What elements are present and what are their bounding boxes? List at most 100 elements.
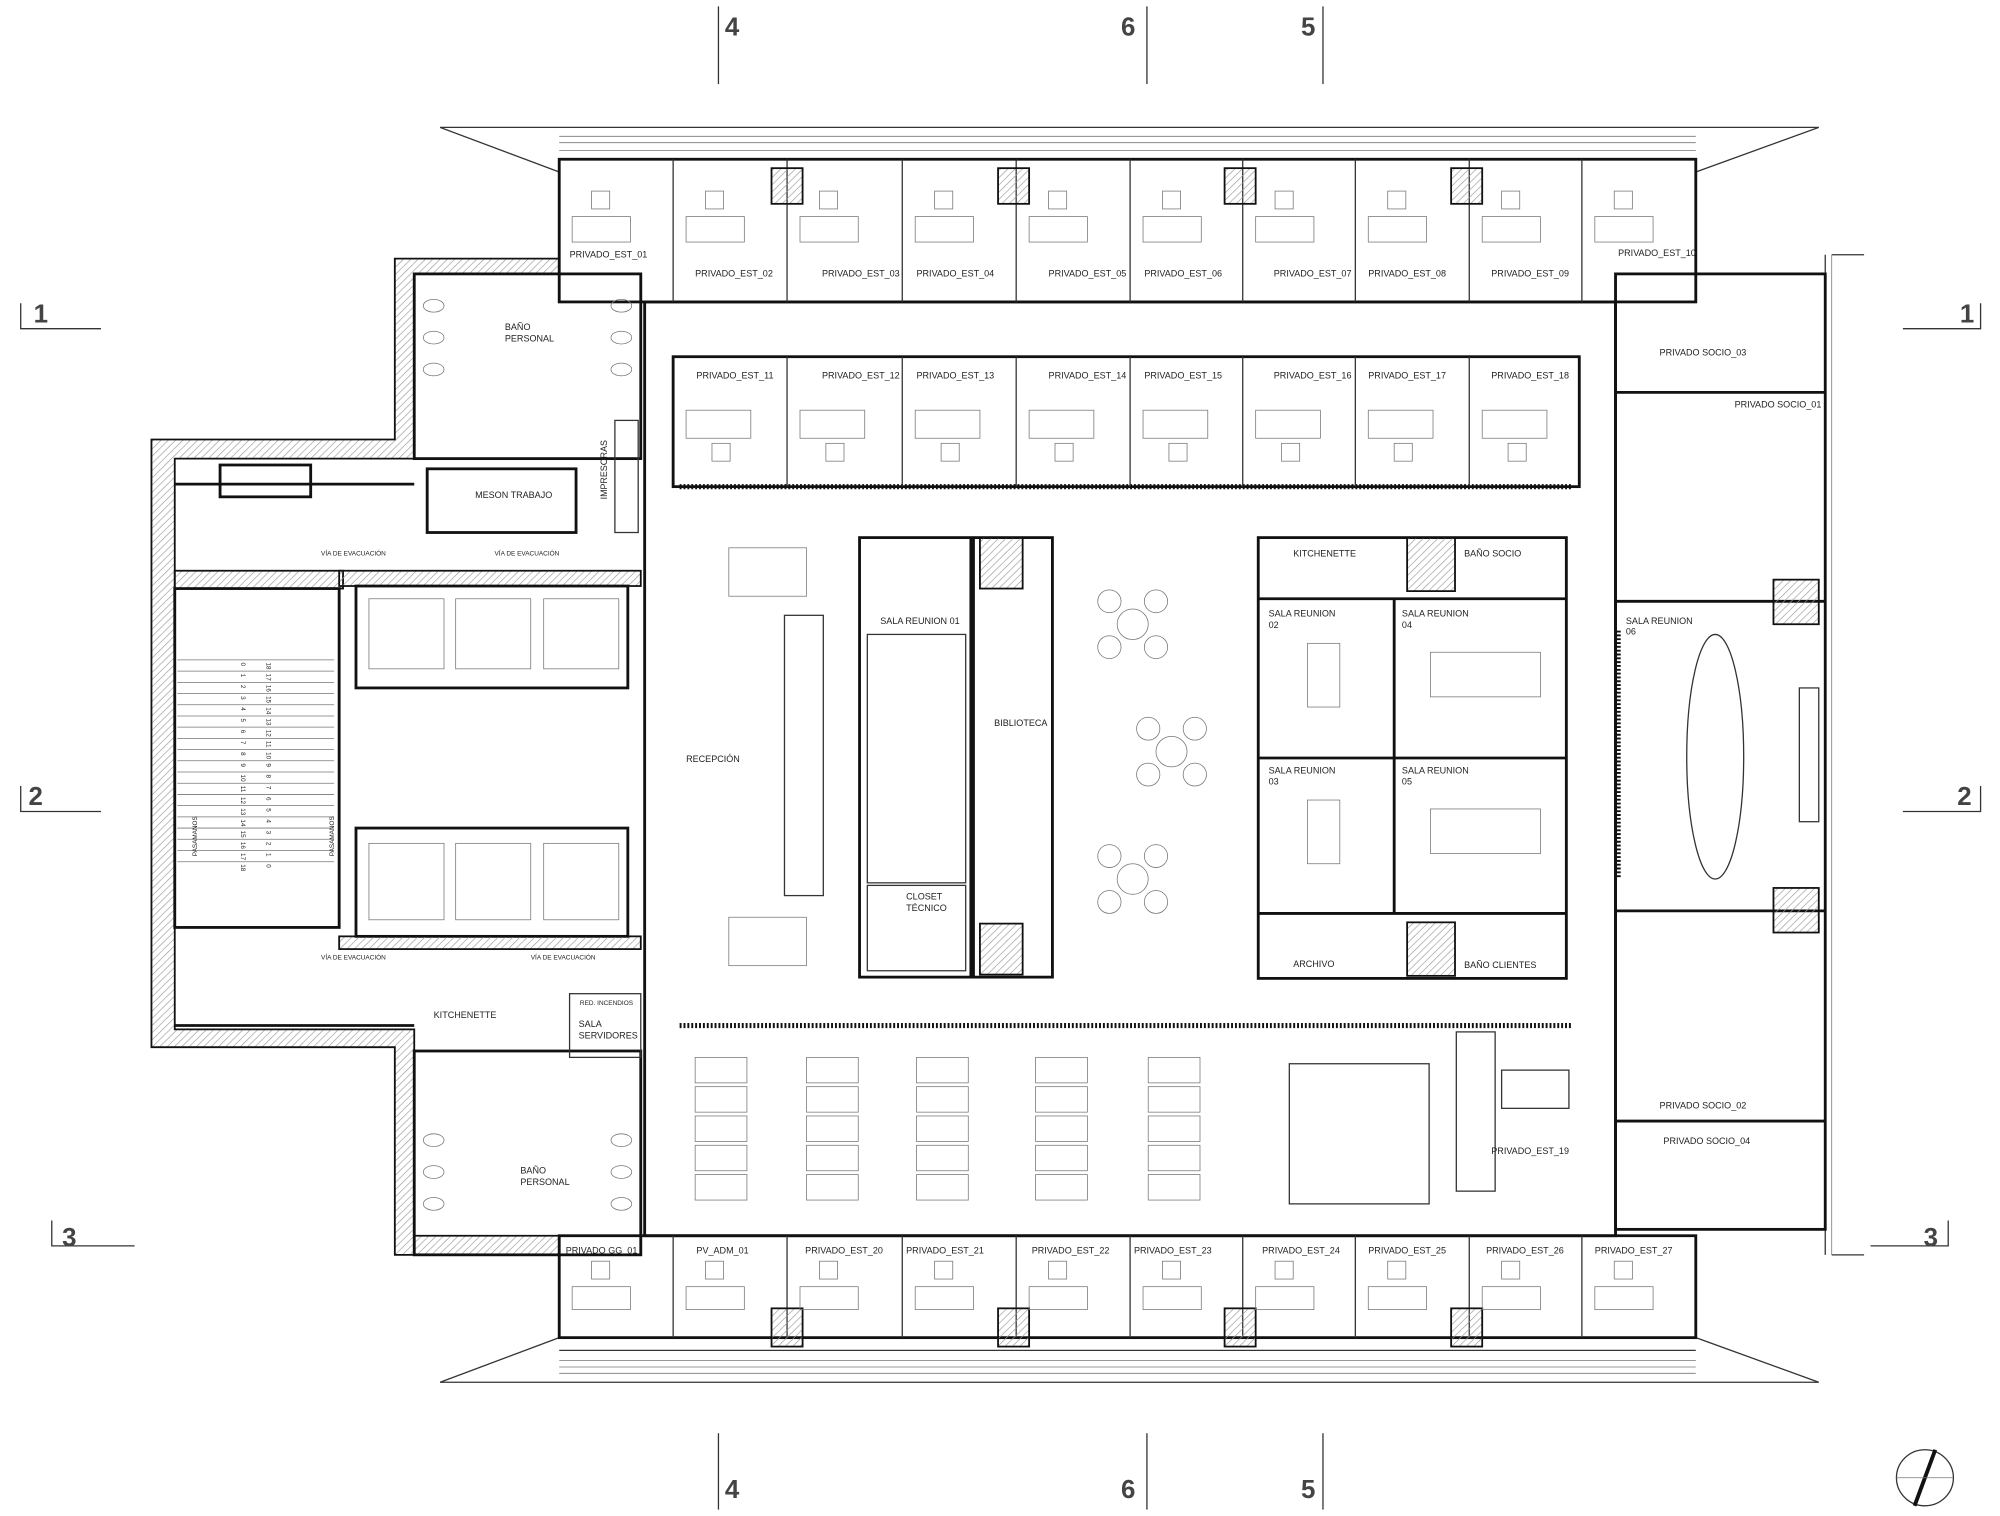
chair	[1274, 1260, 1294, 1280]
stair-number: 2	[239, 685, 246, 689]
chair	[705, 1260, 725, 1280]
toilet-icon	[422, 1165, 445, 1179]
stair-number: 14	[239, 819, 246, 827]
desk	[1481, 409, 1548, 439]
stair-number: 6	[239, 730, 246, 734]
chair	[1613, 1260, 1633, 1280]
workstation	[1035, 1056, 1088, 1084]
grid-marker-5-top: 5	[1301, 14, 1315, 42]
grid-marker-3-left: 3	[62, 1224, 76, 1252]
stair-number: 5	[265, 808, 272, 812]
chair	[1393, 442, 1413, 462]
stair-number: 15	[239, 831, 246, 839]
workstation	[1035, 1144, 1088, 1172]
room-label: PRIVADO_EST_23	[1134, 1246, 1212, 1256]
desk	[1255, 409, 1321, 439]
elevator-car	[543, 842, 620, 921]
workstation	[694, 1056, 748, 1084]
grid-marker-5-bottom: 5	[1301, 1476, 1315, 1504]
structural-columns	[672, 159, 1583, 1348]
desk	[1481, 216, 1541, 243]
toilet-icon	[610, 1165, 633, 1179]
workstation	[806, 1174, 859, 1201]
room-label-sala-reunion-01: SALA REUNION 01	[880, 616, 959, 626]
label-via-evacuacion: VÍA DE EVACUACIÓN	[321, 952, 386, 961]
room-label: PRIVADO_EST_20	[805, 1246, 883, 1256]
desk	[1028, 1286, 1088, 1311]
room-label: PRIVADO_EST_02	[695, 269, 773, 279]
stair-number: 13	[265, 719, 272, 727]
room-label: PRIVADO_EST_08	[1368, 269, 1446, 279]
workstation	[806, 1115, 859, 1142]
room-label-kitchenette-core: KITCHENETTE	[434, 1010, 497, 1020]
toilet-icon	[422, 1133, 445, 1147]
room-label: PRIVADO_EST_07	[1274, 269, 1352, 279]
desk	[799, 1286, 859, 1311]
workstation	[916, 1056, 969, 1084]
chair	[1097, 635, 1122, 660]
workstation	[916, 1144, 969, 1172]
room-label-meson-trabajo: MESON TRABAJO	[475, 490, 552, 500]
label-via-evacuacion: VÍA DE EVACUACIÓN	[531, 952, 596, 961]
grid-marker-4-top: 4	[725, 14, 740, 42]
room-label: PRIVADO_EST_13	[917, 370, 995, 380]
stair-number: 18	[239, 864, 246, 872]
meeting-table	[1307, 799, 1341, 865]
room-label-kitchenette: KITCHENETTE	[1293, 549, 1356, 559]
stair-number: 13	[239, 808, 246, 816]
label-pasamanos: PASAMANOS	[329, 816, 336, 856]
chair	[1182, 762, 1207, 787]
chair	[819, 1260, 838, 1280]
stair-number: 12	[265, 730, 272, 738]
stair-number: 1	[239, 674, 246, 678]
stair-number: 11	[239, 786, 246, 793]
workstation	[916, 1174, 969, 1201]
chair	[705, 190, 725, 210]
stair-number: 2	[265, 842, 272, 846]
room-label-socio-04: PRIVADO SOCIO_04	[1663, 1136, 1750, 1146]
workstation	[916, 1086, 969, 1113]
facade	[439, 126, 1865, 1383]
stair-number: 10	[239, 775, 246, 783]
grid-marker-2-left: 2	[28, 783, 42, 811]
stair-number: 12	[239, 797, 246, 805]
room-label: PRIVADO_EST_05	[1049, 269, 1127, 279]
room-label: PRIVADO_EST_27	[1595, 1246, 1673, 1256]
chair	[1182, 716, 1207, 741]
stair-number: 6	[265, 797, 272, 801]
grid-marker-4-bottom: 4	[725, 1476, 740, 1504]
round-table	[1116, 863, 1149, 895]
stair-number: 1	[265, 853, 272, 857]
toilet-icon	[610, 362, 633, 377]
chair	[1387, 1260, 1407, 1280]
room-label: PRIVADO_EST_12	[822, 370, 900, 380]
chair	[1168, 442, 1188, 462]
room-label-privado-est-19: PRIVADO_EST_19	[1491, 1146, 1569, 1156]
room-label: PRIVADO_EST_24	[1262, 1246, 1340, 1256]
stair-number: 7	[239, 741, 246, 745]
grid-marker-3-right: 3	[1924, 1224, 1938, 1252]
structural-column	[1450, 167, 1484, 205]
chair	[1281, 442, 1301, 462]
north-arrow-icon	[1895, 1449, 1955, 1507]
chair	[1048, 1260, 1068, 1280]
stair-number: 8	[239, 752, 246, 756]
desk	[1367, 1286, 1427, 1311]
room-label: PRIVADO_EST_11	[696, 370, 773, 380]
room-label: PRIVADO_EST_17	[1368, 370, 1446, 380]
desk	[571, 1286, 631, 1311]
desk	[914, 216, 974, 243]
room-label: PRIVADO_EST_22	[1032, 1246, 1110, 1256]
room-label-recepcion: RECEPCIÓN	[686, 754, 740, 764]
workstation	[1147, 1174, 1201, 1201]
stair-number: 7	[265, 786, 272, 790]
room-label: PRIVADO_EST_26	[1486, 1246, 1564, 1256]
office-block	[557, 157, 1827, 1340]
chair	[591, 190, 611, 210]
stair-number: 17	[239, 853, 246, 861]
chair	[825, 442, 845, 462]
